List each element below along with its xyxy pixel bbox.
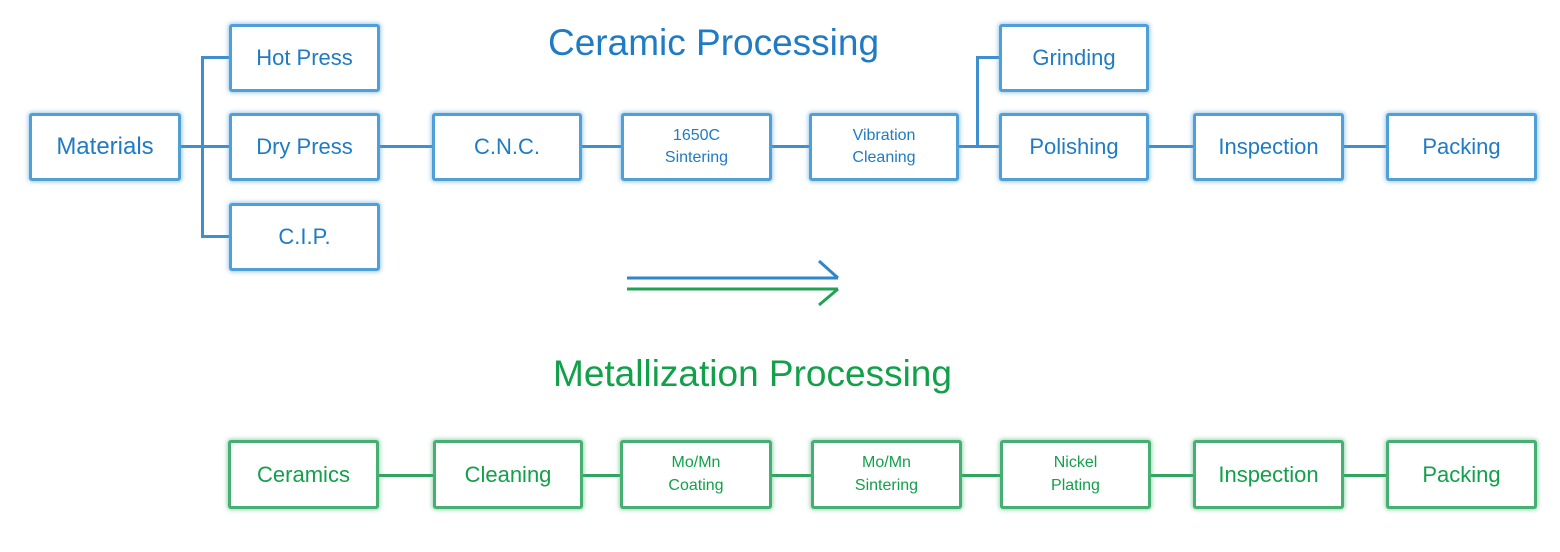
connector	[960, 474, 1001, 477]
step-label: Ceramics	[257, 461, 350, 487]
step-label-line: 1650C	[672, 126, 721, 144]
step-label-line: Plating	[1051, 476, 1100, 494]
connector	[1147, 145, 1194, 148]
step-cip: C.I.P.	[229, 203, 380, 271]
step-mo-mn-coating: Mo/Mn Coating	[620, 440, 772, 509]
step-label: Inspection	[1218, 461, 1319, 487]
step-label-line: Sintering	[664, 149, 729, 166]
step-label-line: Vibration	[852, 126, 916, 144]
step-label: Dry Press	[256, 134, 353, 160]
step-cleaning: Cleaning	[433, 440, 583, 509]
step-packing: Packing	[1386, 113, 1537, 181]
step-label-line: Cleaning	[852, 149, 916, 166]
connector	[1342, 474, 1387, 477]
connector	[201, 235, 230, 238]
connector	[201, 56, 230, 59]
step-label: Inspection	[1218, 134, 1319, 160]
step-label: C.N.C.	[474, 134, 540, 160]
step-vibration-cleaning: Vibration Cleaning	[809, 113, 959, 181]
connector	[976, 145, 1000, 148]
connector	[377, 474, 434, 477]
step-grinding: Grinding	[999, 24, 1149, 92]
step-label: Cleaning	[464, 461, 552, 487]
step-label: Packing	[1422, 134, 1501, 160]
step-dry-press: Dry Press	[229, 113, 380, 181]
connector	[201, 145, 230, 148]
connector	[1342, 145, 1387, 148]
step-label: 1650C Sintering	[665, 125, 728, 170]
step-inspection-metallization: Inspection	[1193, 440, 1344, 509]
step-ceramics: Ceramics	[228, 440, 379, 509]
double-arrow-right-icon	[627, 259, 840, 307]
branch-vertical	[976, 56, 979, 148]
step-label: Materials	[56, 133, 154, 161]
step-label-line: Mo/Mn	[671, 454, 721, 472]
connector	[580, 145, 622, 148]
step-label: Grinding	[1032, 45, 1116, 71]
step-label: Polishing	[1029, 134, 1119, 160]
step-label: Hot Press	[256, 45, 353, 71]
step-label: Mo/Mn Coating	[668, 452, 723, 497]
step-label: Mo/Mn Sintering	[855, 452, 918, 497]
step-inspection: Inspection	[1193, 113, 1344, 181]
connector	[180, 145, 202, 148]
step-label: Nickel Plating	[1051, 452, 1100, 497]
step-polishing: Polishing	[999, 113, 1149, 181]
connector	[378, 145, 433, 148]
connector	[770, 145, 810, 148]
step-label-line: Mo/Mn	[862, 454, 911, 472]
connector	[770, 474, 812, 477]
step-mo-mn-sintering: Mo/Mn Sintering	[811, 440, 962, 509]
step-label-line: Nickel	[1053, 454, 1098, 472]
ceramic-processing-title: Ceramic Processing	[548, 22, 880, 63]
connector	[581, 474, 621, 477]
metallization-processing-title: Metallization Processing	[553, 353, 952, 394]
step-label: Packing	[1422, 461, 1501, 487]
step-hot-press: Hot Press	[229, 24, 380, 92]
step-label-line: Sintering	[854, 476, 919, 494]
step-nickel-plating: Nickel Plating	[1000, 440, 1151, 509]
step-label-line: Coating	[668, 476, 724, 494]
step-cnc: C.N.C.	[432, 113, 582, 181]
connector	[957, 145, 977, 148]
step-materials: Materials	[29, 113, 181, 181]
step-sintering: 1650C Sintering	[621, 113, 772, 181]
connector	[1149, 474, 1194, 477]
step-packing-metallization: Packing	[1386, 440, 1537, 509]
step-label: Vibration Cleaning	[852, 125, 915, 170]
step-label: C.I.P.	[278, 224, 331, 250]
connector	[976, 56, 1000, 59]
